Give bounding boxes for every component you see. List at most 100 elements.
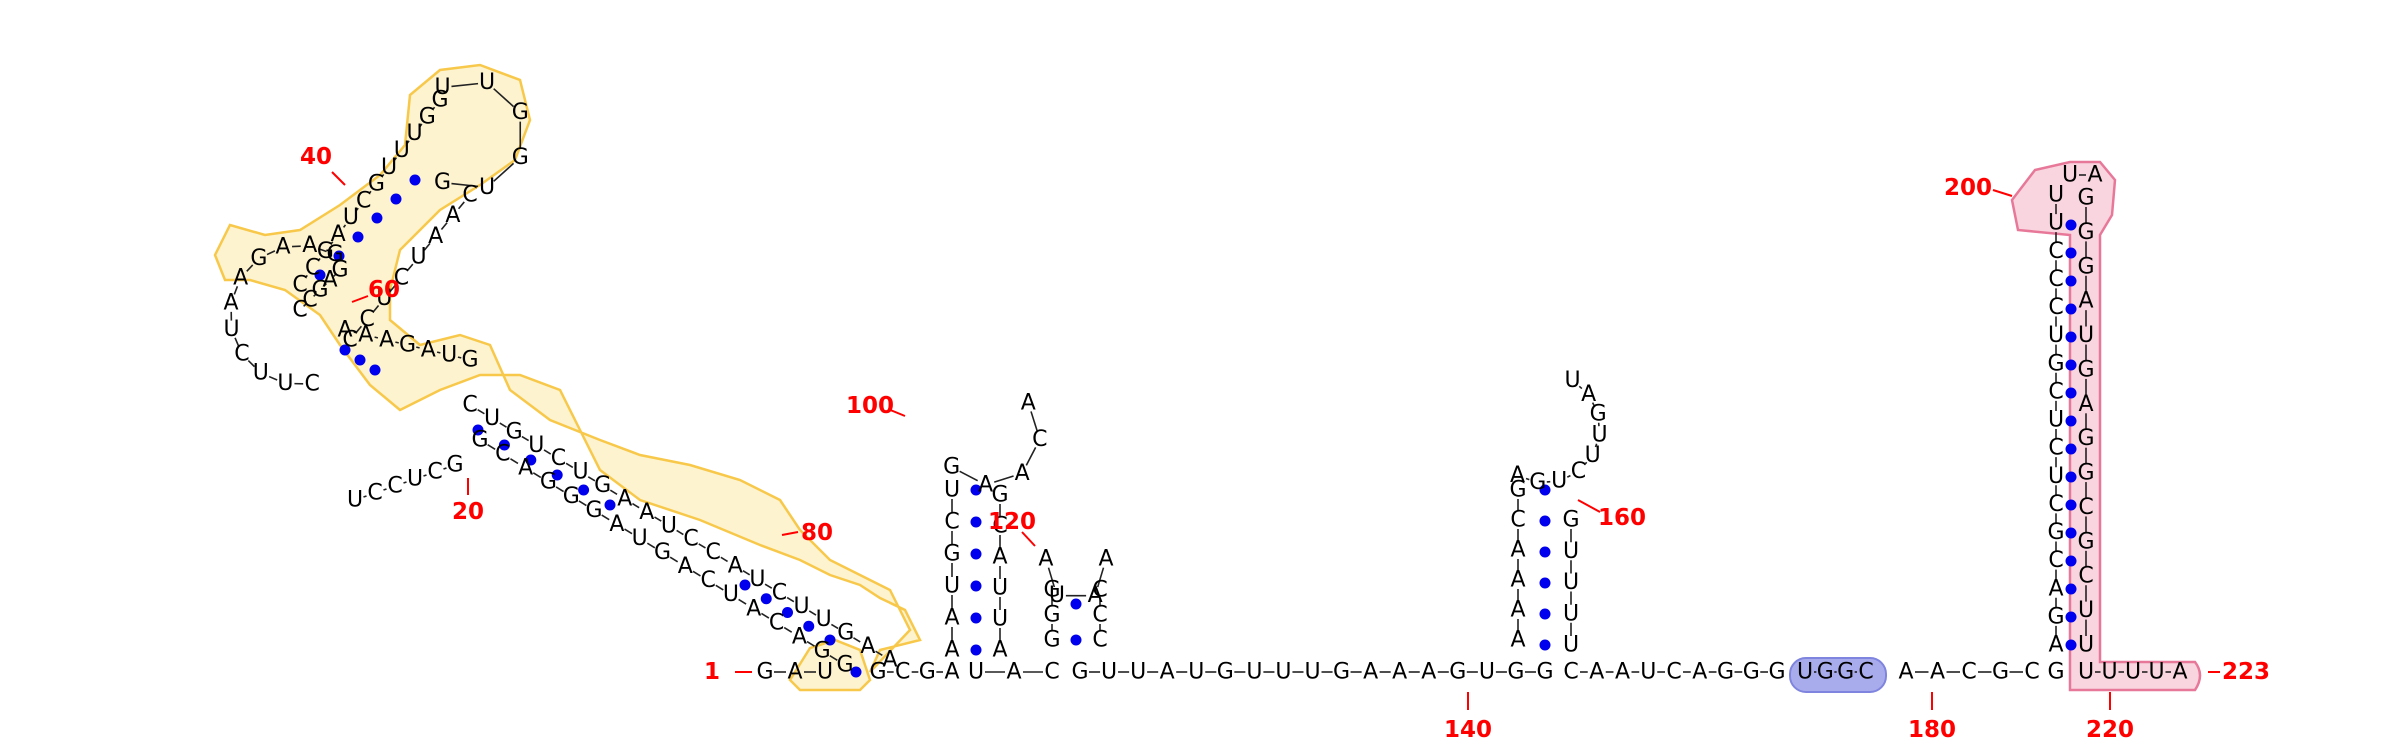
- hairpin3-loop-nt: U: [1591, 423, 1607, 448]
- domain-pairs-4: [782, 607, 793, 618]
- domain-b-loop-nt: C: [234, 342, 249, 367]
- hairpin4-right-nt: G: [2077, 186, 2094, 211]
- hairpin4-pairs: [2065, 471, 2077, 483]
- hairpin3-loop-nt: G: [1529, 470, 1546, 495]
- domain-g-nt: G: [431, 88, 448, 113]
- label-120: 120: [988, 509, 1036, 535]
- hairpin3-left-nt: A: [1510, 538, 1525, 563]
- blue-seg-nt: G: [1817, 660, 1834, 685]
- domain-f-nt: G: [814, 638, 831, 663]
- domain-g-nt: G: [317, 239, 334, 264]
- domain-f-backbone: [783, 626, 793, 633]
- hairpin1-right-nt: G: [991, 483, 1008, 508]
- domain-c-nt: C: [302, 288, 317, 313]
- domain-e-backbone: [830, 623, 839, 630]
- hairpin4-pairs: [2065, 639, 2077, 651]
- hairpin3-pairs: [1539, 515, 1551, 527]
- domain-b-loop-backbone: [317, 247, 327, 253]
- domain-b-loop-nt: G: [250, 246, 267, 271]
- hairpin4-left-nt: G: [2047, 604, 2064, 629]
- linker-d-nt: G: [1717, 660, 1734, 685]
- domain-b-loop-backbone: [268, 375, 278, 381]
- hairpin1-pairs: [970, 548, 982, 560]
- hairpin4-right-nt: C: [2078, 564, 2093, 589]
- domain-c-backbone: [303, 303, 307, 307]
- label-160-tick: [1577, 499, 1601, 513]
- linker-c-nt: G: [1333, 660, 1350, 685]
- hairpin3-left-nt: A: [1510, 568, 1525, 593]
- domain-f-nt: C: [495, 442, 510, 467]
- linker-d-nt: C: [1563, 660, 1578, 685]
- hairpin3-pairs: [1539, 577, 1551, 589]
- domain-e-nt: U: [661, 513, 677, 538]
- domain-e-backbone: [808, 610, 817, 616]
- hairpin3-loop-nt: G: [1590, 401, 1607, 426]
- label-100-tick: [887, 408, 906, 417]
- hairpin1-loop-nt: G: [943, 455, 960, 480]
- label-60-tick: [351, 295, 369, 303]
- highlight-blue-segment: [1789, 657, 1887, 693]
- domain-d-nt: A: [421, 338, 436, 363]
- label-200: 200: [1944, 175, 1992, 201]
- hairpin4-left-nt: C: [2048, 239, 2063, 264]
- domain-h-loop-backbone: [493, 88, 515, 108]
- domain-c-nt: A: [322, 268, 337, 293]
- domain-e-nt: C: [551, 446, 566, 471]
- domain-pairs-3: [498, 439, 510, 451]
- domain-g-nt: A: [331, 222, 346, 247]
- hairpin1-right-nt: A: [992, 638, 1007, 663]
- domain-b-loop-backbone: [266, 250, 276, 256]
- hairpin1-pairs: [970, 644, 982, 656]
- hairpin1-right-nt: A: [992, 545, 1007, 570]
- linker-c-nt: U: [1188, 660, 1204, 685]
- domain-i-nt: U: [411, 245, 427, 270]
- linker-b-nt: U: [968, 660, 984, 685]
- domain-f-nt: G: [563, 484, 580, 509]
- domain-f-backbone: [510, 458, 519, 465]
- domain-b-loop-nt: A: [224, 290, 239, 315]
- hairpin2-left-nt: G: [1043, 628, 1060, 653]
- linker-c-nt: A: [1363, 660, 1378, 685]
- domain-i-backbone: [406, 263, 414, 272]
- domain-f-nt: G: [836, 653, 853, 678]
- domain-g-nt: U: [343, 205, 359, 230]
- hairpin4-left-nt: G: [2047, 520, 2064, 545]
- domain-h-loop-backbone: [493, 162, 515, 182]
- label-223: 223: [2222, 659, 2270, 685]
- domain-g-nt: U: [381, 155, 397, 180]
- domain-g-nt: C: [305, 256, 320, 281]
- hairpin4-pairs: [2065, 499, 2077, 511]
- domain-e-backbone: [875, 650, 883, 657]
- linker-c-nt: G: [1536, 660, 1553, 685]
- linker-a-nt: A: [944, 660, 959, 685]
- domain-pairs-1: [352, 231, 364, 243]
- domain-c-backbone: [323, 283, 327, 287]
- start-nt: A: [787, 660, 802, 685]
- domain-f-nt: G: [654, 540, 671, 565]
- domain-a-backbone: [403, 481, 407, 484]
- domain-d-backbone: [416, 346, 420, 349]
- domain-h-loop-nt: U: [479, 175, 495, 200]
- domain-pairs-4: [739, 579, 751, 591]
- hairpin1-pairs: [970, 516, 982, 528]
- label-80-tick: [781, 531, 799, 536]
- label-40-tick: [331, 171, 346, 186]
- label-220: 220: [2086, 717, 2134, 743]
- domain-f-backbone: [555, 486, 565, 493]
- hairpin2-loop-nt: A: [1099, 547, 1114, 572]
- domain-pairs-4: [803, 620, 815, 632]
- hairpin4-right-nt: C: [2078, 495, 2093, 520]
- domain-f-nt: C: [769, 610, 784, 635]
- domain-e-nt: U: [528, 433, 544, 458]
- domain-e-nt: A: [882, 648, 897, 673]
- domain-d-backbone: [395, 341, 399, 344]
- domain-g-nt: U: [394, 138, 410, 163]
- hairpin2-loop-nt: U: [1049, 583, 1065, 608]
- hairpin3-loop-backbone: [1591, 402, 1595, 407]
- domain-g-backbone: [330, 241, 334, 245]
- hairpin3-loop-nt: C: [1571, 459, 1586, 484]
- domain-e-nt: U: [816, 607, 832, 632]
- domain-pairs-2: [354, 354, 366, 366]
- domain-e-backbone: [477, 408, 485, 415]
